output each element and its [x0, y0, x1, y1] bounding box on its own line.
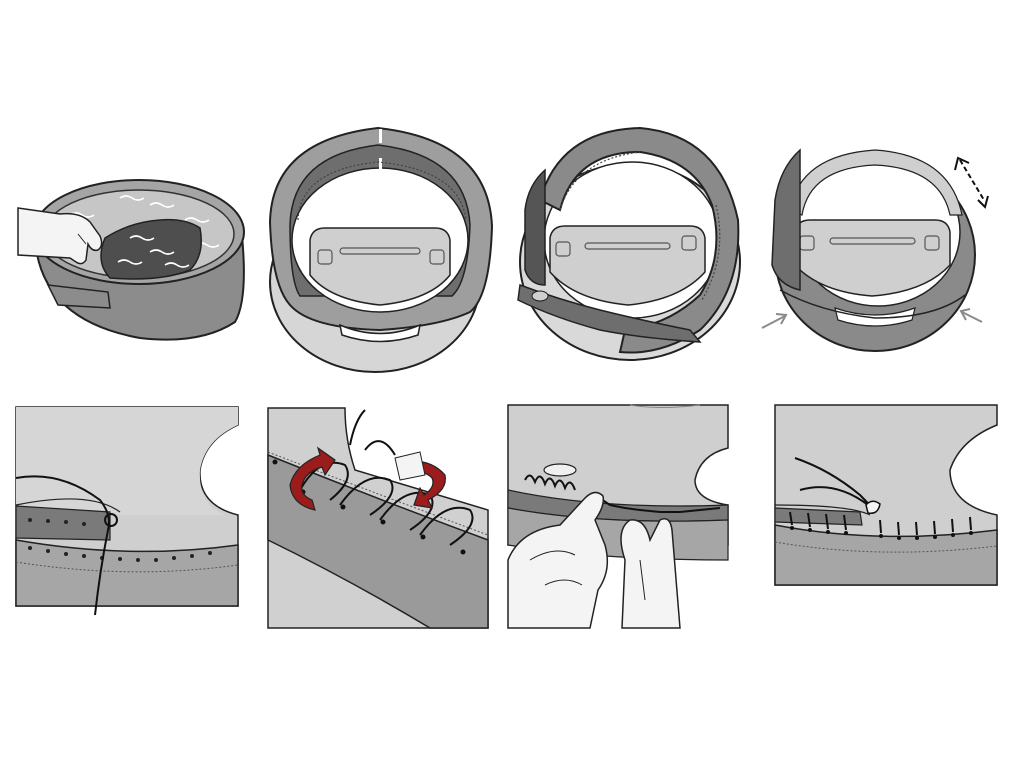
left-hand-icon	[507, 491, 609, 629]
finished-stitch-row-icon	[789, 511, 972, 536]
right-hand-icon	[620, 518, 681, 629]
hand-icon	[17, 207, 103, 265]
red-rotation-arrow-icon	[289, 446, 446, 511]
panel-finish-stitch	[774, 404, 998, 586]
coiled-stitches-icon	[524, 474, 721, 513]
steering-hub-icon	[794, 219, 951, 297]
panel-soak-leather	[17, 179, 245, 341]
panel-wrap-cover	[517, 126, 741, 361]
leather-cover-icon	[538, 126, 740, 354]
slide-direction-arrow-icon	[954, 156, 989, 209]
panel-start-stitch	[15, 406, 239, 616]
panel-cross-lacing	[267, 407, 489, 629]
steering-hub-icon	[309, 227, 451, 306]
steering-hub-icon	[549, 225, 706, 306]
adjust-arrows-icon	[761, 308, 983, 329]
panel-tighten-stitches	[507, 404, 729, 629]
panel-adjust-cover	[761, 148, 989, 352]
panel-place-cover	[268, 126, 494, 373]
